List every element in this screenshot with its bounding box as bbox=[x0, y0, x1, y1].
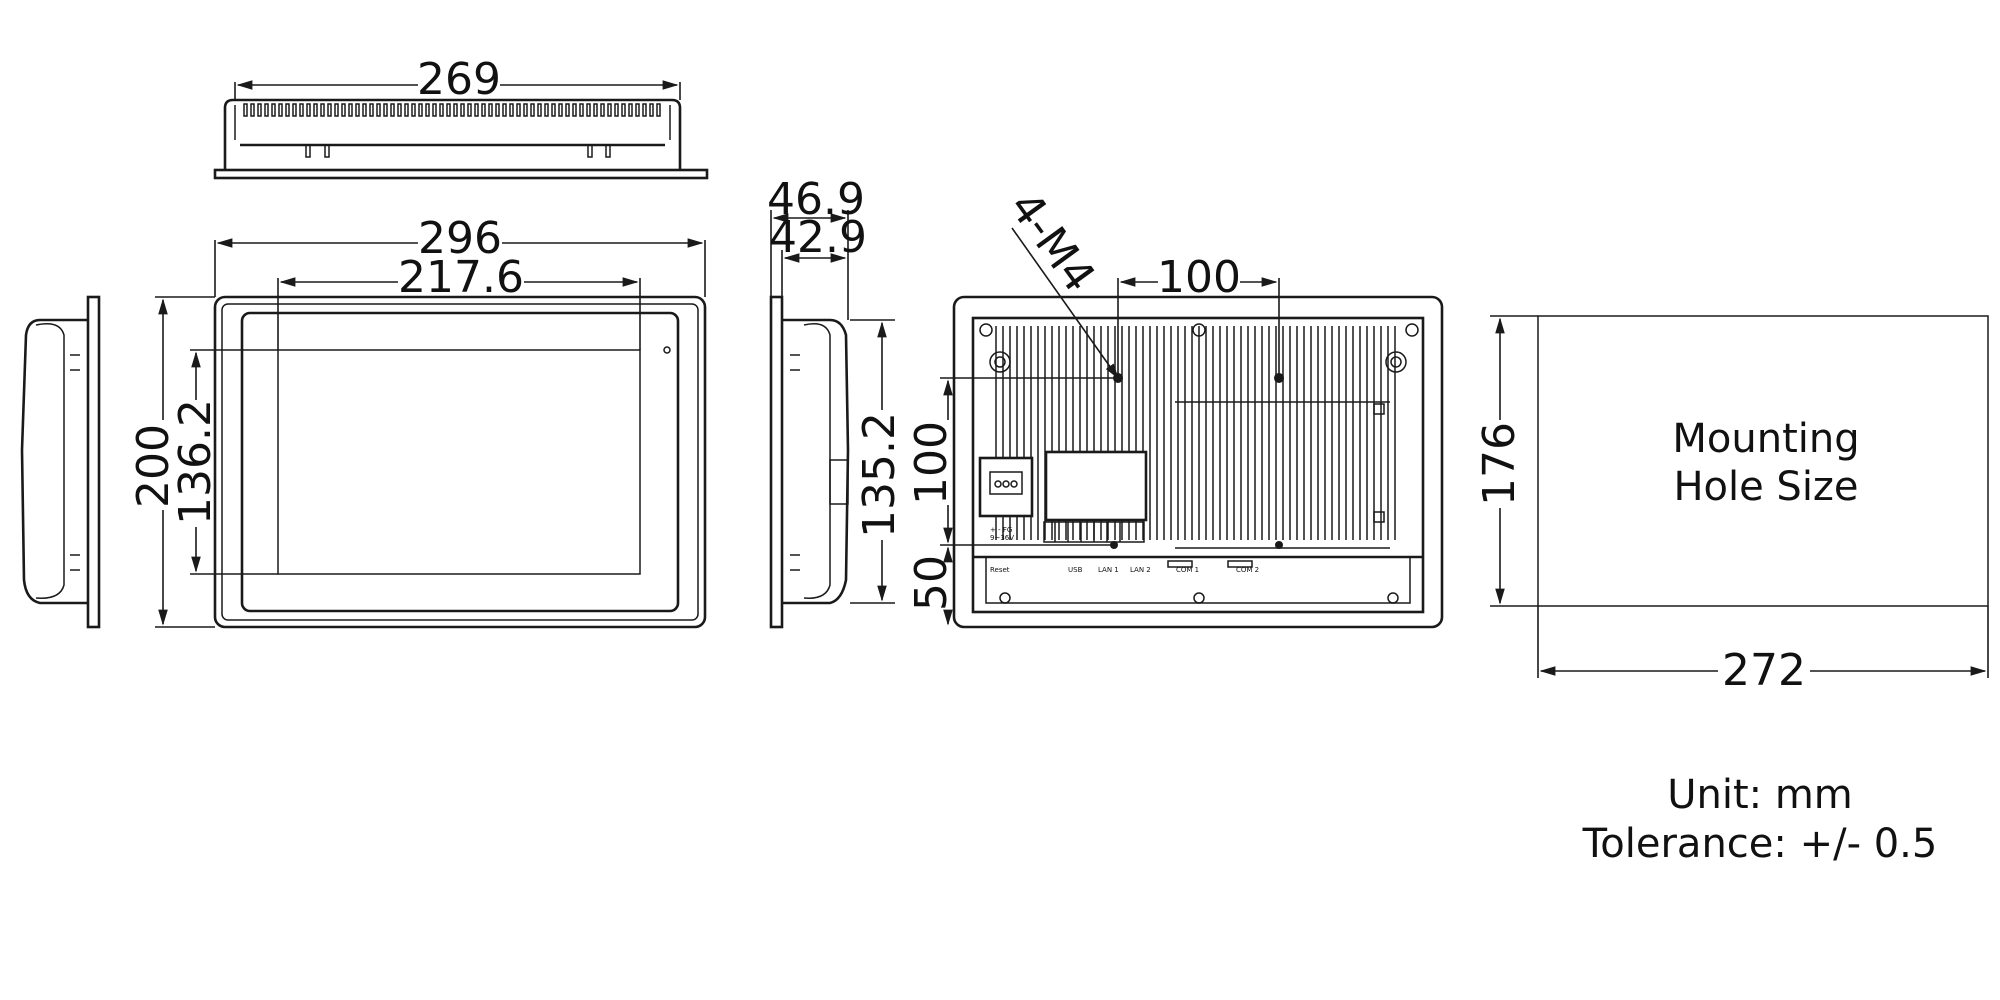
mounting-cutout: Mounting Hole Size 176 272 bbox=[1474, 315, 1989, 696]
heatsink-fin bbox=[460, 103, 465, 117]
heatsink-fin bbox=[439, 103, 444, 117]
port-label-reset: Reset bbox=[990, 566, 1010, 574]
heatsink-fin bbox=[334, 103, 339, 117]
cutout-label-line2: Hole Size bbox=[1673, 464, 1858, 510]
heatsink-fin bbox=[432, 103, 437, 117]
heatsink-fin bbox=[558, 103, 563, 117]
heatsink-fin bbox=[446, 103, 451, 117]
heatsink-fin bbox=[348, 103, 353, 117]
port-label-lan2: LAN 2 bbox=[1130, 566, 1151, 574]
power-label-voltage: 9~36V bbox=[990, 534, 1014, 542]
port-label-usb: USB bbox=[1068, 566, 1083, 574]
heatsink-fin bbox=[607, 103, 612, 117]
port-label-com2: COM 2 bbox=[1236, 566, 1259, 574]
heatsink-fin bbox=[250, 103, 255, 117]
port-label-com1: COM 1 bbox=[1176, 566, 1199, 574]
heatsink-fin bbox=[320, 103, 325, 117]
heatsink-fin bbox=[600, 103, 605, 117]
left-side-view bbox=[20, 295, 101, 629]
front-view: 296 217.6 200 136.2 bbox=[128, 213, 707, 629]
dim-side-depth-body: 42.9 bbox=[769, 212, 867, 263]
heatsink-fin bbox=[271, 103, 276, 117]
heatsink-fin bbox=[579, 103, 584, 117]
heatsink-fin bbox=[642, 103, 647, 117]
dim-rear-hole-offset-y: 50 bbox=[906, 555, 957, 611]
heatsink-fin bbox=[523, 103, 528, 117]
heatsink-fin bbox=[530, 103, 535, 117]
heatsink-fin bbox=[551, 103, 556, 117]
heatsink-fin bbox=[565, 103, 570, 117]
heatsink-fin bbox=[635, 103, 640, 117]
power-label-pins: + - FG bbox=[990, 526, 1012, 534]
heatsink-fin bbox=[376, 103, 381, 117]
heatsink-fin bbox=[355, 103, 360, 117]
heatsink-fin bbox=[362, 103, 367, 117]
heatsink-fin bbox=[285, 103, 290, 117]
dim-front-active-height: 136.2 bbox=[170, 399, 221, 525]
heatsink-fin bbox=[509, 103, 514, 117]
heatsink-fin bbox=[383, 103, 388, 117]
heatsink-fin bbox=[243, 103, 248, 117]
heatsink-fin bbox=[502, 103, 507, 117]
dim-side-height: 135.2 bbox=[854, 412, 905, 538]
heatsink-fin bbox=[488, 103, 493, 117]
port-label-lan1: LAN 1 bbox=[1098, 566, 1119, 574]
heatsink-fin bbox=[453, 103, 458, 117]
dim-side-depth-total: 46.9 bbox=[767, 174, 865, 225]
heatsink-fin bbox=[390, 103, 395, 117]
heatsink-fin bbox=[586, 103, 591, 117]
dim-rear-hole-spacing-y: 100 bbox=[906, 421, 957, 505]
heatsink-fin bbox=[257, 103, 262, 117]
heatsink-fin bbox=[292, 103, 297, 117]
dim-cutout-height: 176 bbox=[1474, 422, 1525, 506]
heatsink-fin bbox=[628, 103, 633, 117]
dim-front-width: 296 bbox=[418, 213, 502, 264]
dim-cutout-width: 272 bbox=[1722, 645, 1806, 696]
notes: Unit: mm Tolerance: +/- 0.5 bbox=[1582, 772, 1938, 867]
heatsink-fin bbox=[544, 103, 549, 117]
heatsink-fin bbox=[467, 103, 472, 117]
heatsink-fin bbox=[411, 103, 416, 117]
right-side-view: 46.9 42.9 135.2 bbox=[767, 174, 905, 629]
heatsink-fin bbox=[299, 103, 304, 117]
heatsink-fin bbox=[264, 103, 269, 117]
heatsink-fin bbox=[341, 103, 346, 117]
heatsink-fin bbox=[418, 103, 423, 117]
unit-note: Unit: mm bbox=[1667, 772, 1853, 818]
heatsink-fin bbox=[516, 103, 521, 117]
heatsink-fin bbox=[481, 103, 486, 117]
heatsink-fin bbox=[593, 103, 598, 117]
dim-top-width: 269 bbox=[417, 54, 501, 105]
heatsink-fin bbox=[572, 103, 577, 117]
heatsink-fin bbox=[425, 103, 430, 117]
cutout-rectangle bbox=[1537, 315, 1989, 607]
cutout-label-line1: Mounting bbox=[1672, 416, 1859, 462]
heatsink-fin bbox=[313, 103, 318, 117]
dim-front-height: 200 bbox=[128, 424, 179, 508]
heatsink-fin bbox=[614, 103, 619, 117]
tolerance-note: Tolerance: +/- 0.5 bbox=[1582, 821, 1938, 867]
heatsink-fin bbox=[278, 103, 283, 117]
heatsink-fin bbox=[327, 103, 332, 117]
heatsink-fin bbox=[495, 103, 500, 117]
heatsink-fin bbox=[474, 103, 479, 117]
top-view: 269 bbox=[213, 54, 709, 180]
heatsink-fin bbox=[404, 103, 409, 117]
heatsink-fin bbox=[369, 103, 374, 117]
dim-rear-hole-spacing-x: 100 bbox=[1157, 252, 1241, 303]
heatsink-fin bbox=[537, 103, 542, 117]
heatsink-fin bbox=[649, 103, 654, 117]
dim-front-active-width: 217.6 bbox=[398, 252, 524, 303]
heatsink-fin bbox=[656, 103, 661, 117]
heatsink-fin bbox=[397, 103, 402, 117]
heatsink-fin bbox=[306, 103, 311, 117]
rear-callout-4-m4: 4-M4 bbox=[999, 182, 1105, 301]
rear-view: + - FG 9~36V Reset USB LAN 1 LAN 2 COM 1… bbox=[906, 182, 1444, 629]
heatsink-fin bbox=[621, 103, 626, 117]
